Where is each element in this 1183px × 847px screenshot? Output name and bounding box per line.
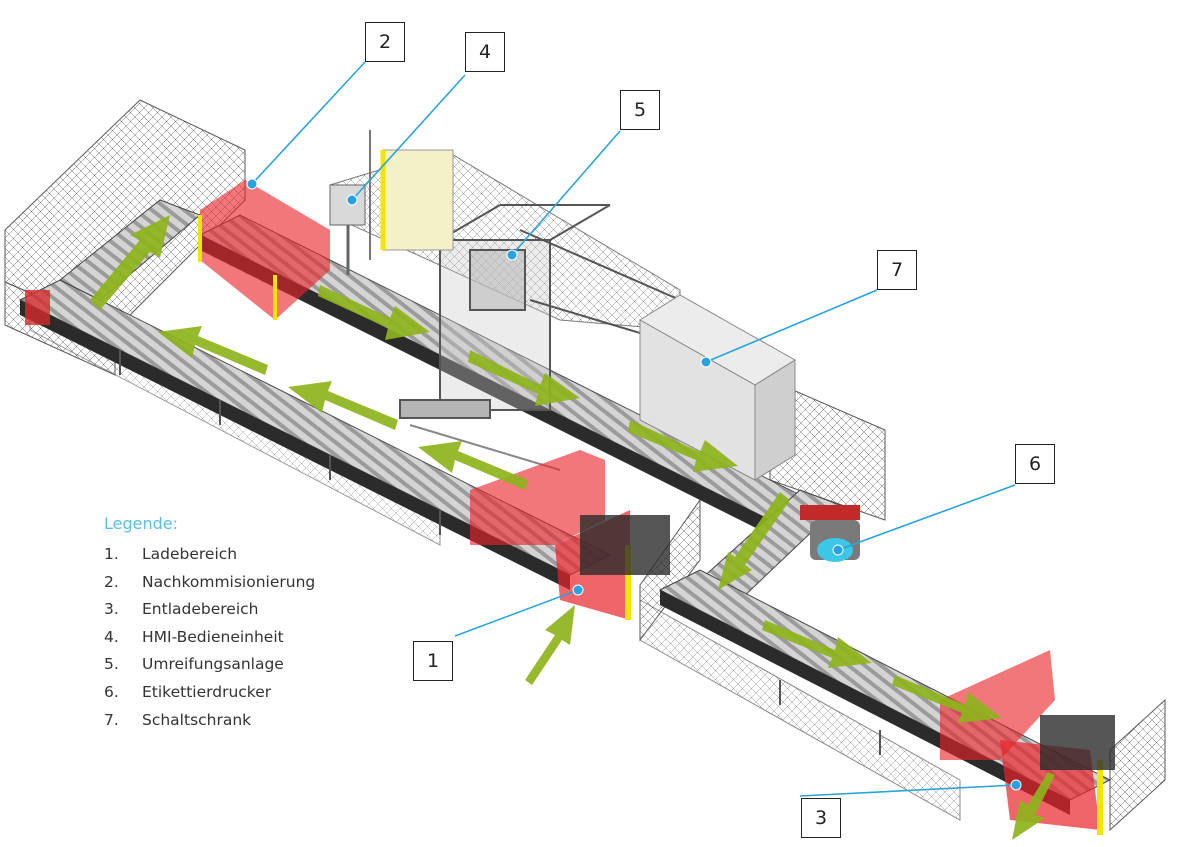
leader-4	[511, 130, 621, 256]
legend-item: 2. Nachkommisionierung	[104, 569, 315, 597]
legend-item-number: 3.	[104, 600, 119, 619]
legend-item-number: 7.	[104, 710, 119, 729]
leader-2	[251, 61, 366, 185]
legend-item: 4. HMI-Bedieneinheit	[104, 624, 315, 652]
callout-1: 1	[413, 641, 453, 681]
callout-5: 5	[620, 90, 660, 130]
callout-3: 3	[801, 798, 841, 838]
legend-item-label: Nachkommisionierung	[142, 572, 316, 591]
legend-item: 7. Schaltschrank	[104, 707, 315, 735]
control-cabinet	[639, 294, 796, 481]
legend-item-label: HMI-Bedieneinheit	[142, 627, 284, 646]
arrow-exit-2	[892, 675, 1002, 723]
arrow-right-2	[468, 350, 580, 406]
callout-6-label: 6	[1028, 453, 1042, 475]
legend-item: 1. Ladebereich	[104, 541, 315, 569]
legend-item-label: Ladebereich	[142, 545, 238, 563]
leader-5	[705, 289, 878, 363]
arrow-right-1	[318, 285, 430, 340]
arrow-right-3	[628, 420, 738, 472]
arrow-left-1	[158, 326, 268, 375]
legend-item-number: 6.	[104, 682, 119, 701]
legend-item-number: 2.	[104, 572, 119, 591]
callout-7: 7	[877, 250, 917, 290]
legend-item: 6. Etikettierdrucker	[104, 679, 315, 707]
legend-item: 5. Umreifungsanlage	[104, 651, 315, 679]
arrow-left-3	[418, 441, 528, 490]
arrow-outbound	[1012, 772, 1055, 840]
arrow-up-left	[90, 215, 170, 310]
leader-6	[837, 484, 1016, 551]
callout-6: 6	[1015, 444, 1055, 484]
leader-dots	[246, 178, 1022, 791]
callout-2: 2	[365, 22, 405, 62]
legend-title: Legende:	[104, 514, 179, 533]
callout-1-label: 1	[426, 650, 440, 672]
leader-3	[351, 74, 466, 201]
callout-4: 4	[465, 32, 505, 72]
leader-7	[799, 784, 1017, 797]
legend-item: 3. Entladebereich	[104, 596, 315, 624]
callout-5-label: 5	[633, 99, 647, 121]
callout-3-label: 3	[814, 807, 828, 829]
callout-2-label: 2	[378, 31, 392, 53]
callout-7-label: 7	[890, 259, 904, 281]
leader-1	[454, 589, 579, 637]
flow-arrows	[90, 215, 1055, 840]
legend-item-number: 4.	[104, 627, 119, 646]
arrow-left-2	[288, 381, 398, 430]
legend-list: 1. Ladebereich 2. Nachkommisionierung 3. En…	[104, 541, 315, 734]
legend-item-number: 1.	[104, 545, 119, 563]
hmi-panel	[329, 130, 454, 275]
legend: Legende: 1. Ladebereich 2. Nachkommisionie…	[104, 514, 315, 734]
arrow-down-right	[718, 492, 790, 590]
arrow-exit-1	[762, 620, 872, 668]
arrow-inbound	[525, 605, 575, 685]
leader-lines	[251, 61, 1017, 797]
legend-item-label: Entladebereich	[142, 600, 259, 619]
legend-item-label: Etikettierdrucker	[142, 682, 272, 701]
legend-item-label: Schaltschrank	[142, 710, 252, 729]
legend-item-number: 5.	[104, 655, 119, 674]
callout-4-label: 4	[478, 41, 492, 63]
legend-item-label: Umreifungsanlage	[142, 655, 284, 674]
